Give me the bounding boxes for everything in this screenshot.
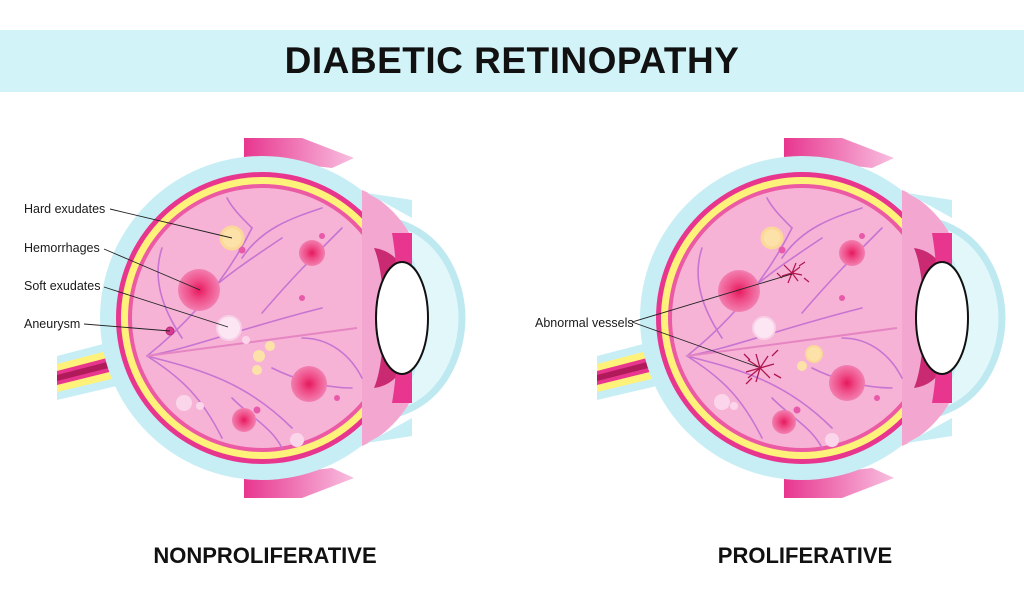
label-hemorrhages: Hemorrhages	[24, 241, 100, 255]
leader-lines	[83, 208, 793, 368]
left-eye-nonproliferative	[57, 138, 462, 498]
page-title: DIABETIC RETINOPATHY	[284, 40, 740, 81]
label-hard-exudates: Hard exudates	[24, 202, 105, 216]
caption-nonproliferative: NONPROLIFERATIVE	[153, 543, 377, 568]
right-eye-proliferative	[597, 138, 1002, 498]
label-aneurysm: Aneurysm	[24, 317, 80, 331]
label-abnormal-vessels: Abnormal vessels	[535, 316, 634, 330]
caption-proliferative: PROLIFERATIVE	[717, 543, 893, 568]
abnormal-vessel-cluster-lower	[743, 349, 782, 385]
label-soft-exudates: Soft exudates	[24, 279, 100, 293]
title-banner: DIABETIC RETINOPATHY	[0, 30, 1024, 92]
